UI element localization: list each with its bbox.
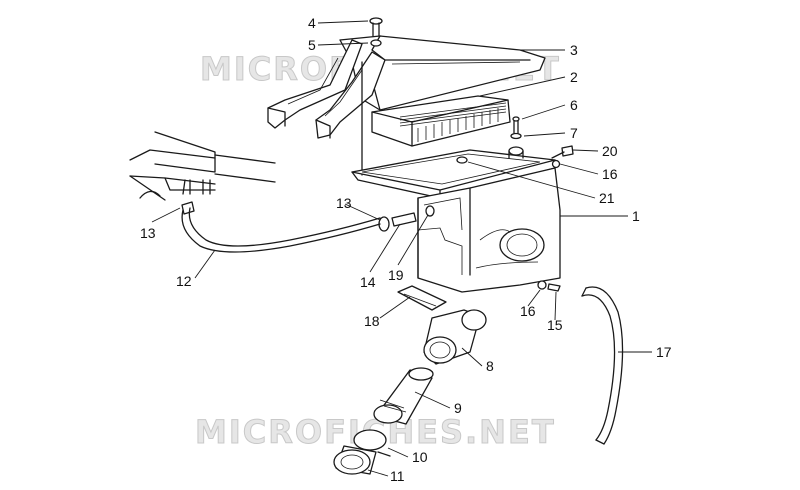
callout-14: 14	[360, 274, 376, 290]
callout-13-upper: 13	[336, 195, 352, 211]
callout-15: 15	[547, 317, 563, 333]
callout-10: 10	[412, 449, 428, 465]
callout-3: 3	[570, 42, 578, 58]
callout-16-upper: 16	[602, 166, 618, 182]
part-4-screw	[369, 17, 383, 37]
frame-structure	[129, 131, 276, 201]
watermark-bottom: MICROFICHES.NET	[195, 413, 556, 451]
part-16-washer-upper	[551, 159, 561, 169]
callout-4: 4	[308, 15, 316, 31]
callout-11: 11	[390, 468, 405, 484]
part-19-washer	[425, 205, 435, 217]
callout-13-lower: 13	[140, 225, 156, 241]
part-10-clamp	[353, 429, 391, 457]
callout-labels: 4 5 3 2 6 7 20 16 21 1 13 13 14 19 12 18…	[140, 15, 672, 484]
callout-8: 8	[486, 358, 494, 374]
part-7-washer	[510, 132, 522, 140]
callout-1: 1	[632, 208, 640, 224]
part-18-pad	[397, 285, 447, 311]
callout-20: 20	[602, 143, 618, 159]
callout-5: 5	[308, 37, 316, 53]
part-5-washer	[370, 39, 382, 47]
part-17-drain-hose	[581, 286, 624, 445]
part-16-washer-lower	[537, 280, 547, 290]
callout-17: 17	[656, 344, 672, 360]
callout-21: 21	[599, 190, 615, 206]
part-12-hose	[181, 207, 381, 253]
part-2-filter-element	[371, 95, 511, 147]
part-15-screw	[547, 283, 561, 292]
leader-lines	[151, 20, 652, 477]
part-13-clamp-lower	[181, 201, 195, 215]
part-9-tube	[373, 367, 434, 425]
part-20-bolt	[551, 145, 574, 159]
callout-12: 12	[176, 273, 192, 289]
part-6-screw	[512, 116, 520, 134]
part-14-fitting	[391, 212, 417, 227]
part-8-boot	[423, 309, 487, 365]
part-11-sleeve	[333, 445, 377, 475]
callout-16-lower: 16	[520, 303, 536, 319]
callout-6: 6	[570, 97, 578, 113]
callout-9: 9	[454, 400, 462, 416]
callout-18: 18	[364, 313, 380, 329]
callout-19: 19	[388, 267, 404, 283]
part-3-intake-duct	[267, 35, 546, 176]
callout-2: 2	[570, 69, 578, 85]
callout-7: 7	[570, 125, 578, 141]
